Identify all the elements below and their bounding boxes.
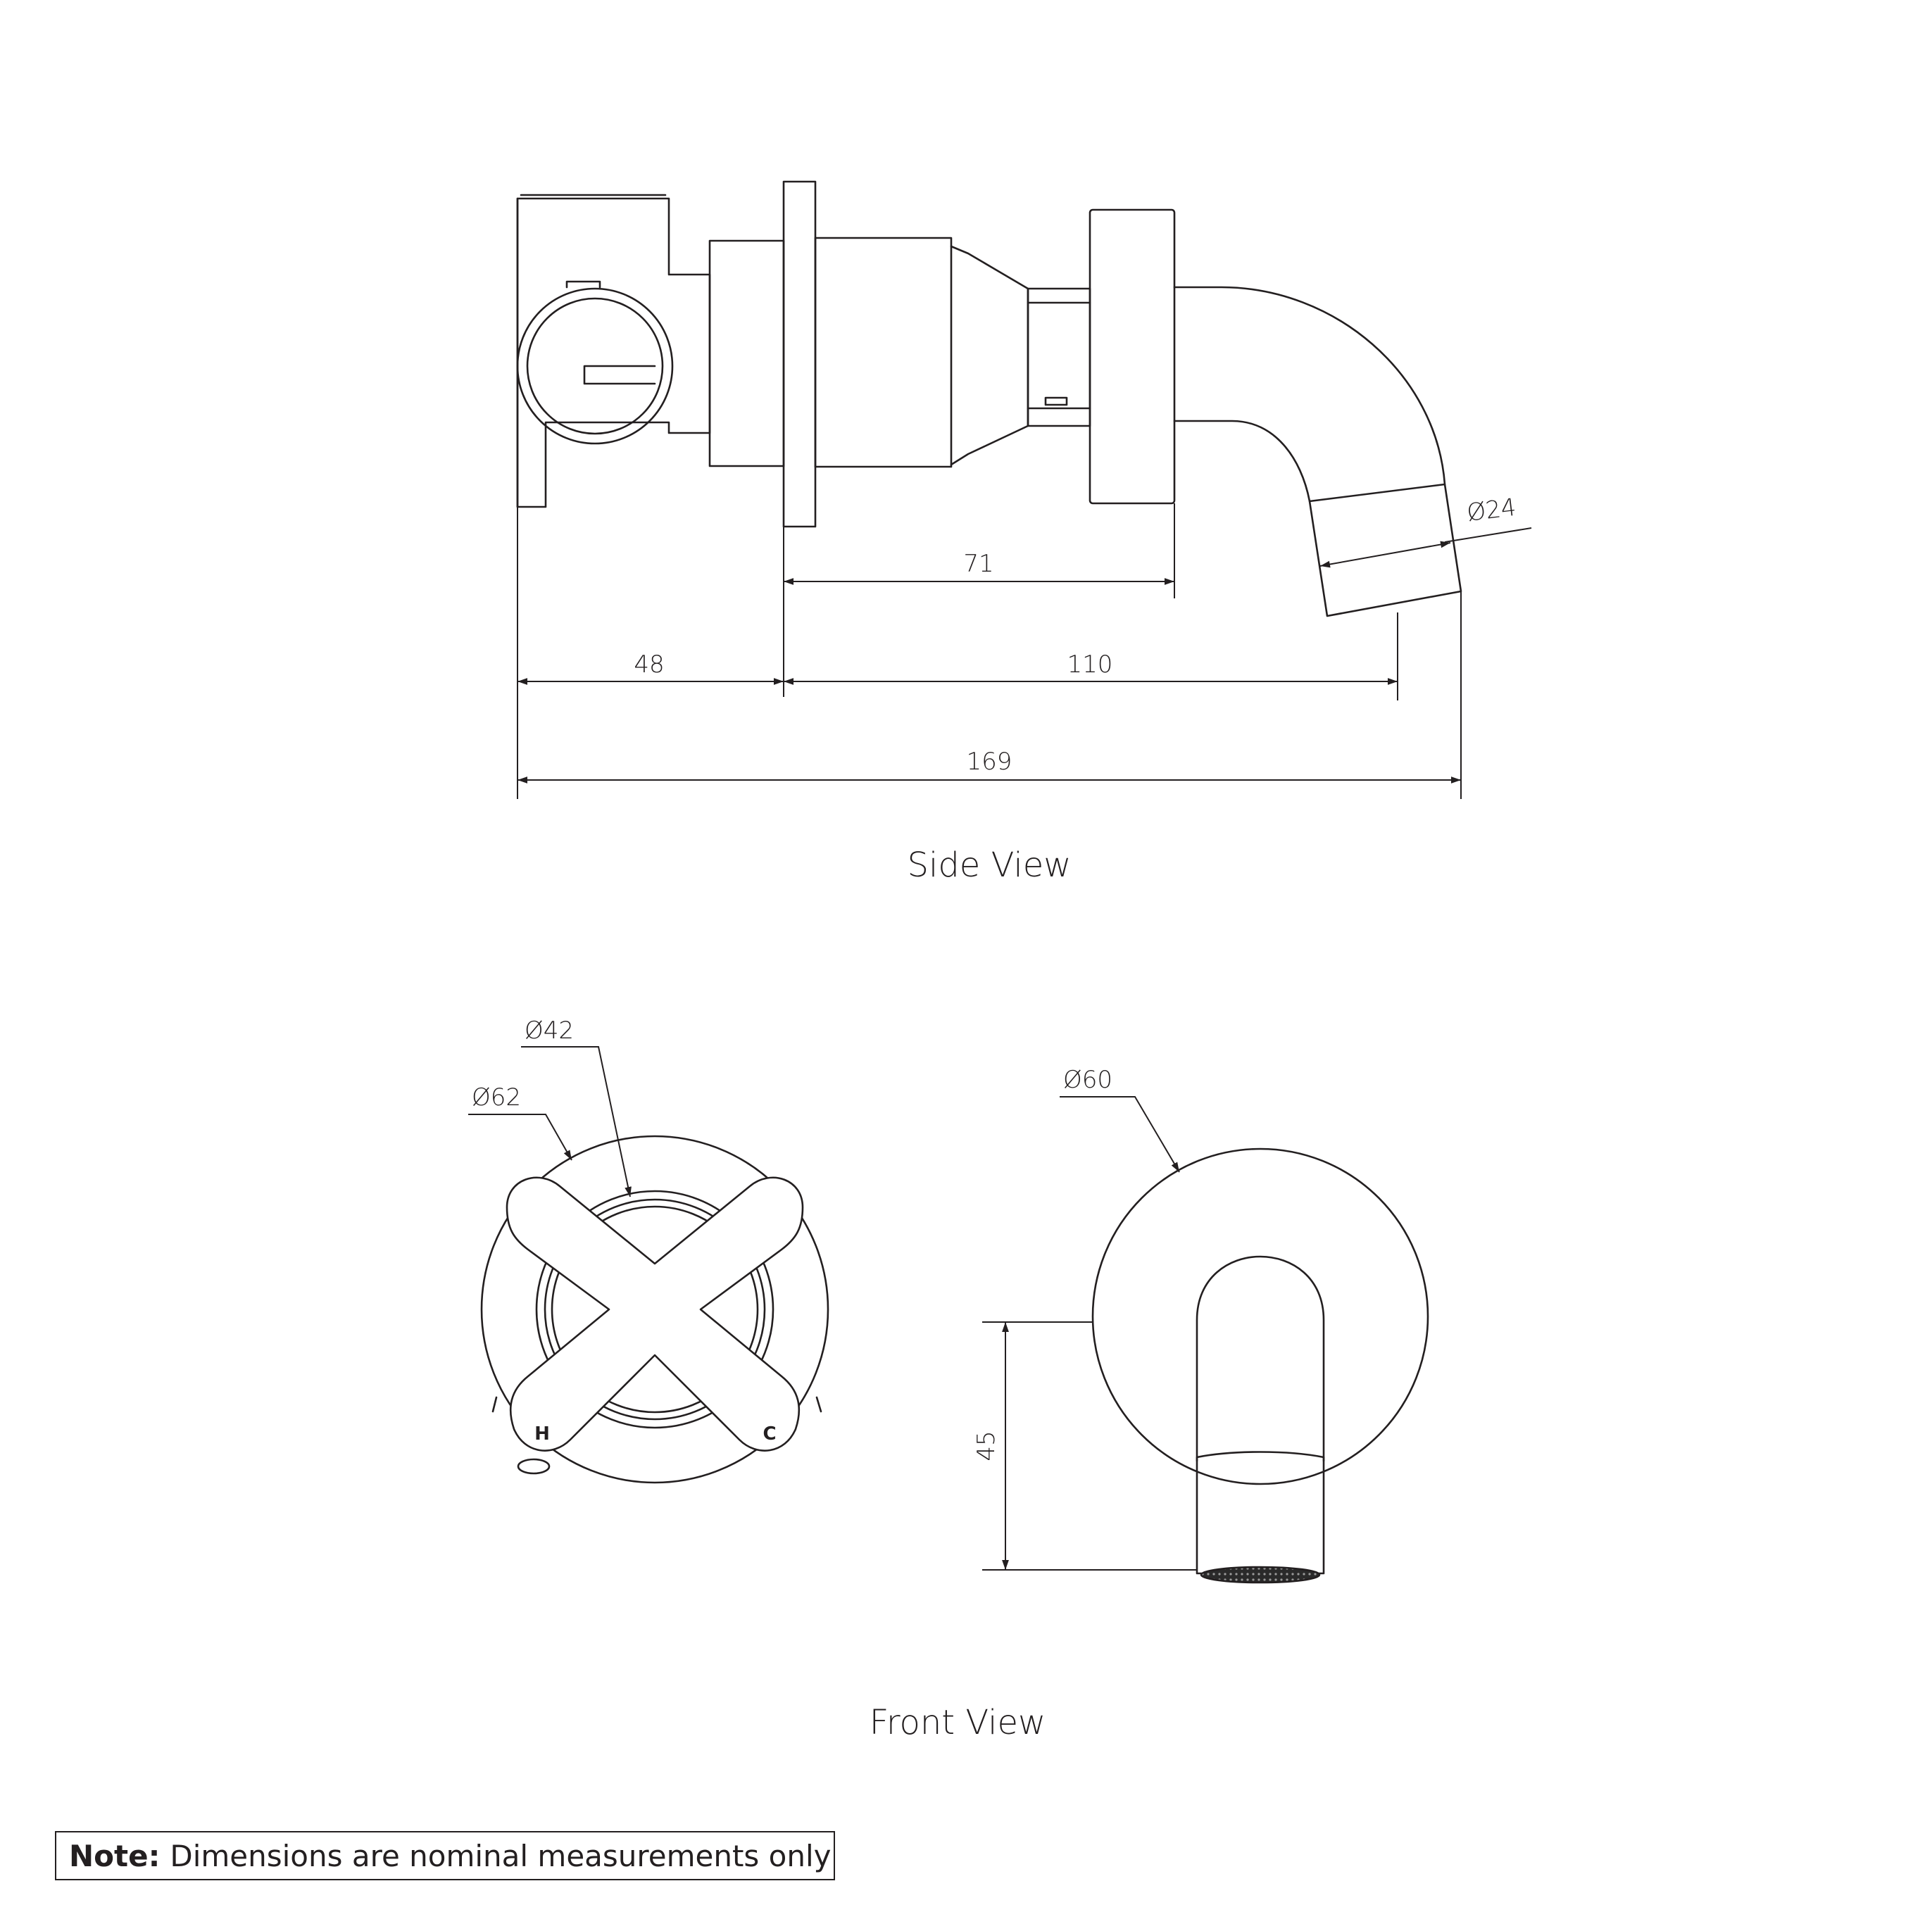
cold-label: C: [763, 1423, 776, 1445]
handle-plate-circle: [480, 1135, 829, 1484]
spout-flange: [1089, 208, 1176, 505]
leader-dia62: [468, 1114, 572, 1161]
spout-arch: [1196, 1255, 1325, 1462]
cartridge-body: [708, 239, 785, 467]
side-view-caption: Side View: [908, 845, 1072, 885]
spout-inner: [1173, 420, 1311, 503]
spout-outlet: [1308, 483, 1462, 617]
note-text: Dimensions are nominal measurements only: [170, 1838, 832, 1873]
spout-flange-circle: [1091, 1147, 1429, 1485]
note-label: Note:: [69, 1838, 161, 1873]
leader-dia42: [521, 1046, 632, 1197]
dim-dia60: Ø60: [1063, 1066, 1112, 1094]
dim-71: 71: [963, 550, 993, 578]
flange-plate: [782, 180, 817, 528]
front-view-caption: Front View: [870, 1703, 1046, 1742]
dim-dia24: Ø24: [1465, 493, 1517, 527]
spout-outer: [1173, 286, 1446, 486]
dim-dia62: Ø62: [472, 1083, 521, 1112]
handle-inner-ring: [535, 1190, 774, 1429]
leader-dia60: [1060, 1096, 1180, 1173]
spout-outlet-front: [1196, 1451, 1325, 1575]
dim-169: 169: [967, 748, 1012, 776]
note-box: Note: Dimensions are nominal measurement…: [55, 1831, 835, 1880]
handle-front-view: H C Ø42 Ø62: [468, 1017, 829, 1484]
dim-110: 110: [1067, 650, 1113, 679]
dim-line-dia24: [1319, 541, 1451, 568]
cross-handle: [506, 1176, 804, 1452]
valve-body-circle: [516, 287, 674, 445]
aerator-mesh: [1200, 1566, 1321, 1584]
hot-label: H: [534, 1423, 550, 1445]
side-view: 71 48 110 169 Ø24 Side View: [516, 180, 1532, 885]
dim-dia42: Ø42: [525, 1017, 574, 1045]
spout-front-view: 45 Ø60 Front View: [870, 1066, 1429, 1742]
dim-48: 48: [634, 650, 664, 679]
shroud: [814, 237, 953, 468]
dim-45: 45: [972, 1430, 1000, 1461]
